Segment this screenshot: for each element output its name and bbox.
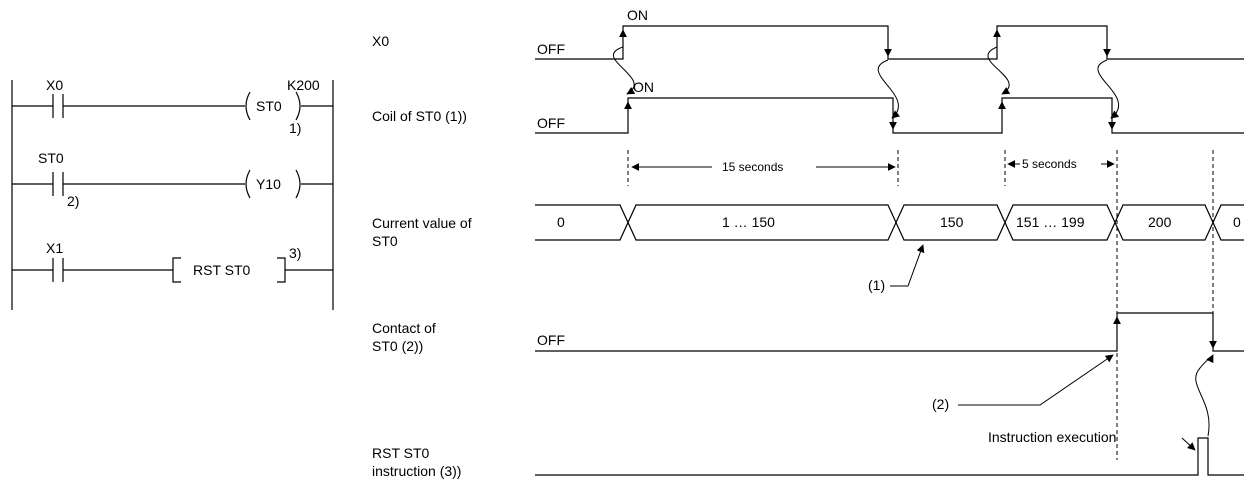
- row-label-coil: Coil of ST0 (1)): [372, 108, 467, 124]
- coil-st0-label: ST0: [256, 98, 282, 114]
- coil-on-label: ON: [633, 79, 654, 95]
- contact-waveform: OFF: [535, 312, 1244, 352]
- coil-y10-left-paren: [245, 169, 251, 199]
- timing-row-labels: X0 Coil of ST0 (1)) Current value of ST0…: [372, 33, 472, 479]
- ladder-diagram: X0 ST0 K200 1) ST0 2) Y10 X1: [11, 77, 334, 310]
- reset-causal-curve: [1195, 354, 1214, 437]
- x0-waveform: ON OFF: [535, 7, 1244, 60]
- coil-off-label: OFF: [537, 115, 565, 131]
- value-segment-0-reset: 0: [1233, 214, 1241, 230]
- interval-15-seconds: 15 seconds: [722, 160, 783, 174]
- value-segment-0: 0: [557, 214, 565, 230]
- contact-off-label: OFF: [537, 332, 565, 348]
- row-label-value-1: Current value of: [372, 215, 472, 231]
- instruction-execution-label: Instruction execution: [988, 429, 1116, 445]
- causal-curves: [613, 46, 1120, 119]
- marker-2: 2): [67, 193, 79, 209]
- callout-1-label: (1): [868, 277, 885, 293]
- interval-5-seconds: 5 seconds: [1022, 157, 1077, 171]
- row-label-value-2: ST0: [372, 233, 398, 249]
- row-label-contact-2: ST0 (2)): [372, 338, 423, 354]
- coil-st0-left-paren: [245, 91, 251, 121]
- row-label-x0: X0: [372, 33, 389, 49]
- rst-right-bracket: [277, 257, 286, 283]
- current-value-bus: 0 1 … 150 150 151 … 199 200 0: [535, 204, 1244, 241]
- callout-2-label: (2): [932, 396, 949, 412]
- callout-1: (1): [868, 244, 925, 293]
- value-segment-1-150: 1 … 150: [722, 214, 775, 230]
- coil-y10-label: Y10: [256, 176, 281, 192]
- x0-off-label: OFF: [537, 41, 565, 57]
- constant-k200: K200: [287, 77, 320, 93]
- interval-markers: 15 seconds 5 seconds: [627, 150, 1214, 460]
- rung-1: X0 ST0 K200 1): [12, 77, 333, 136]
- row-label-rst-2: instruction (3)): [372, 463, 461, 479]
- rst-instruction-label: RST ST0: [193, 262, 251, 278]
- contact-st0-label: ST0: [38, 150, 64, 166]
- row-label-rst-1: RST ST0: [372, 445, 430, 461]
- x0-on-label: ON: [627, 7, 648, 23]
- coil-waveform: ON OFF: [535, 79, 1244, 134]
- marker-1: 1): [289, 120, 301, 136]
- coil-y10-right-paren: [295, 169, 301, 199]
- value-segment-151-199: 151 … 199: [1016, 214, 1085, 230]
- value-segment-200: 200: [1148, 214, 1172, 230]
- contact-x1-label: X1: [46, 240, 63, 256]
- rst-left-bracket: [172, 257, 181, 283]
- coil-st0-right-paren: [295, 91, 301, 121]
- rung-2: ST0 2) Y10: [12, 150, 333, 209]
- marker-3: 3): [289, 245, 301, 261]
- rst-waveform: Instruction execution: [535, 429, 1244, 476]
- contact-x0-label: X0: [46, 77, 63, 93]
- callout-2: (2): [932, 354, 1114, 412]
- value-segment-150: 150: [940, 214, 964, 230]
- rung-3: X1 RST ST0 3): [12, 240, 333, 283]
- row-label-contact-1: Contact of: [372, 320, 436, 336]
